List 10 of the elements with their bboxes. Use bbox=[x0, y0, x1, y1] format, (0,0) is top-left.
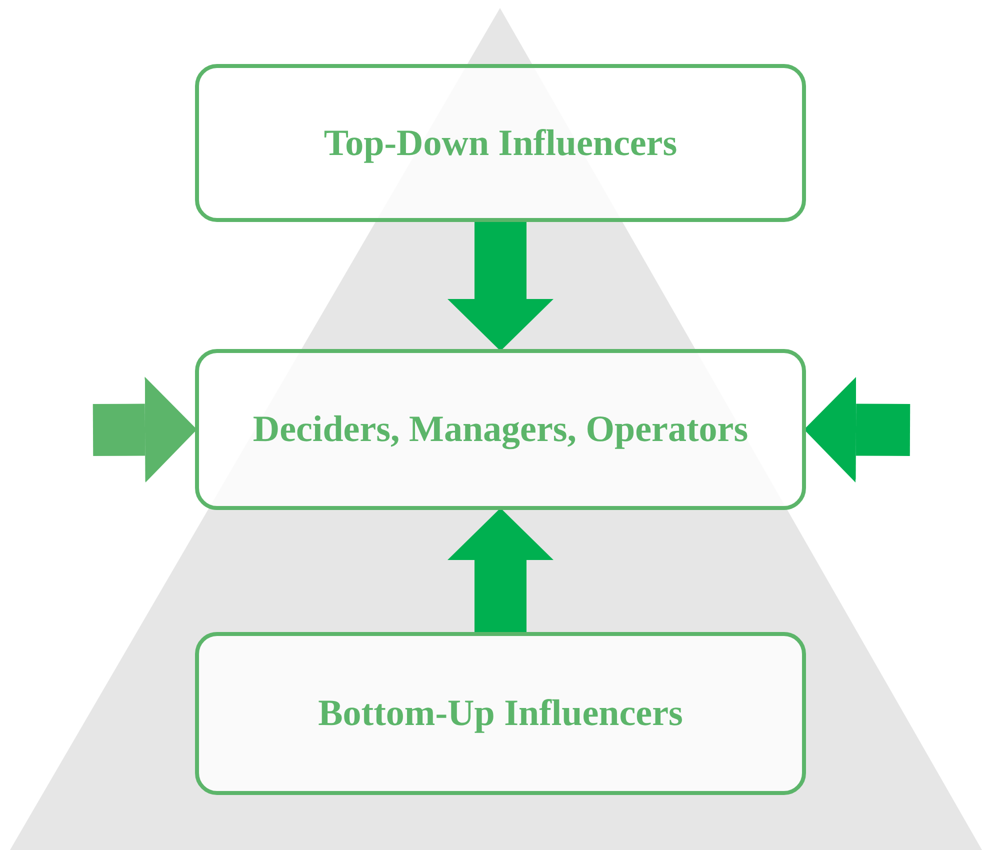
process-box bbox=[195, 632, 806, 795]
block-arrow bbox=[804, 376, 910, 483]
block-arrow bbox=[448, 222, 554, 351]
process-box bbox=[195, 349, 806, 510]
block-arrow bbox=[448, 508, 554, 632]
box-label: Top-Down Influencers bbox=[324, 122, 678, 164]
process-box bbox=[195, 64, 806, 222]
box-label: Bottom-Up Influencers bbox=[318, 692, 683, 735]
block-arrow bbox=[92, 376, 197, 483]
box-label: Deciders, Managers, Operators bbox=[252, 408, 748, 451]
